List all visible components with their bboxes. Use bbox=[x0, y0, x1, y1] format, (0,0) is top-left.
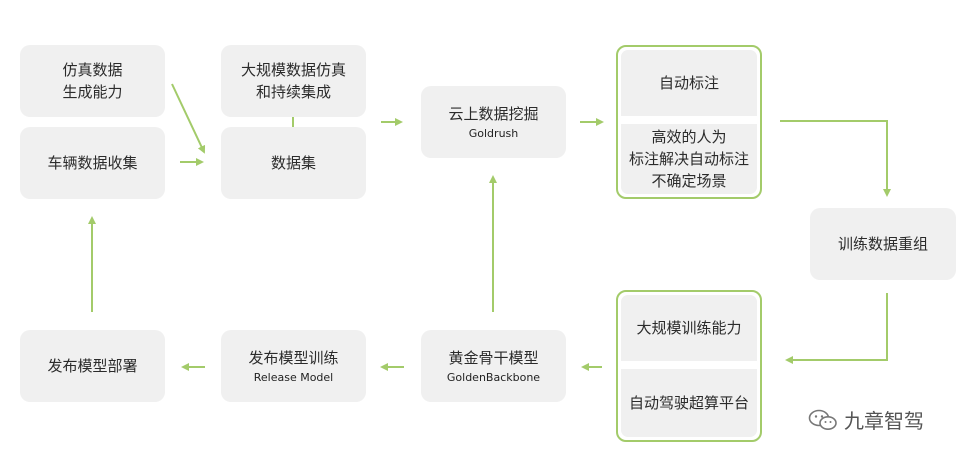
node-backbone: 黄金骨干模型 GoldenBackbone bbox=[421, 330, 566, 402]
node-release-train-label: 发布模型训练 bbox=[248, 349, 339, 367]
training-group: 大规模训练能力 自动驾驶超算平台 bbox=[616, 290, 762, 442]
node-sim-capability-label: 仿真数据 生成能力 bbox=[62, 61, 123, 101]
node-auto-label: 自动标注 bbox=[621, 50, 757, 116]
arrow-sim-to-dataset bbox=[171, 83, 206, 154]
node-supercompute: 自动驾驶超算平台 bbox=[621, 369, 757, 437]
node-dataset: 数据集 bbox=[221, 127, 366, 199]
node-vehicle-collect-label: 车辆数据收集 bbox=[47, 154, 138, 172]
node-release-train-en: Release Model bbox=[253, 371, 334, 384]
node-human-label-label: 高效的人为 标注解决自动标注 不确定场景 bbox=[628, 128, 749, 190]
watermark-text: 九章智驾 bbox=[844, 409, 924, 433]
node-large-sim-label: 大规模数据仿真 和持续集成 bbox=[240, 61, 346, 101]
node-dataset-label: 数据集 bbox=[270, 154, 316, 172]
node-cloud-mining: 云上数据挖掘 Goldrush bbox=[421, 86, 566, 158]
node-deploy-label: 发布模型部署 bbox=[47, 357, 138, 375]
node-cloud-mining-label: 云上数据挖掘 bbox=[448, 105, 539, 123]
node-human-label: 高效的人为 标注解决自动标注 不确定场景 bbox=[621, 124, 757, 194]
node-large-sim: 大规模数据仿真 和持续集成 bbox=[221, 45, 366, 117]
node-vehicle-collect: 车辆数据收集 bbox=[20, 127, 165, 199]
node-deploy: 发布模型部署 bbox=[20, 330, 165, 402]
wechat-icon bbox=[808, 409, 837, 430]
node-large-train: 大规模训练能力 bbox=[621, 295, 757, 361]
node-supercompute-label: 自动驾驶超算平台 bbox=[628, 394, 749, 412]
node-train-regroup-label: 训练数据重组 bbox=[837, 235, 928, 253]
labeling-group: 自动标注 高效的人为 标注解决自动标注 不确定场景 bbox=[616, 45, 762, 199]
node-cloud-mining-en: Goldrush bbox=[468, 127, 519, 140]
node-auto-label-label: 自动标注 bbox=[658, 74, 719, 92]
node-train-regroup: 训练数据重组 bbox=[810, 208, 956, 280]
node-large-train-label: 大规模训练能力 bbox=[636, 319, 742, 337]
arrow-regroup-to-train bbox=[785, 293, 888, 364]
node-backbone-label: 黄金骨干模型 bbox=[448, 349, 539, 367]
watermark: 九章智驾 bbox=[808, 405, 924, 434]
node-release-train: 发布模型训练 Release Model bbox=[221, 330, 366, 402]
arrow-label-to-regroup bbox=[780, 120, 891, 197]
node-sim-capability: 仿真数据 生成能力 bbox=[20, 45, 165, 117]
node-backbone-en: GoldenBackbone bbox=[446, 371, 541, 384]
